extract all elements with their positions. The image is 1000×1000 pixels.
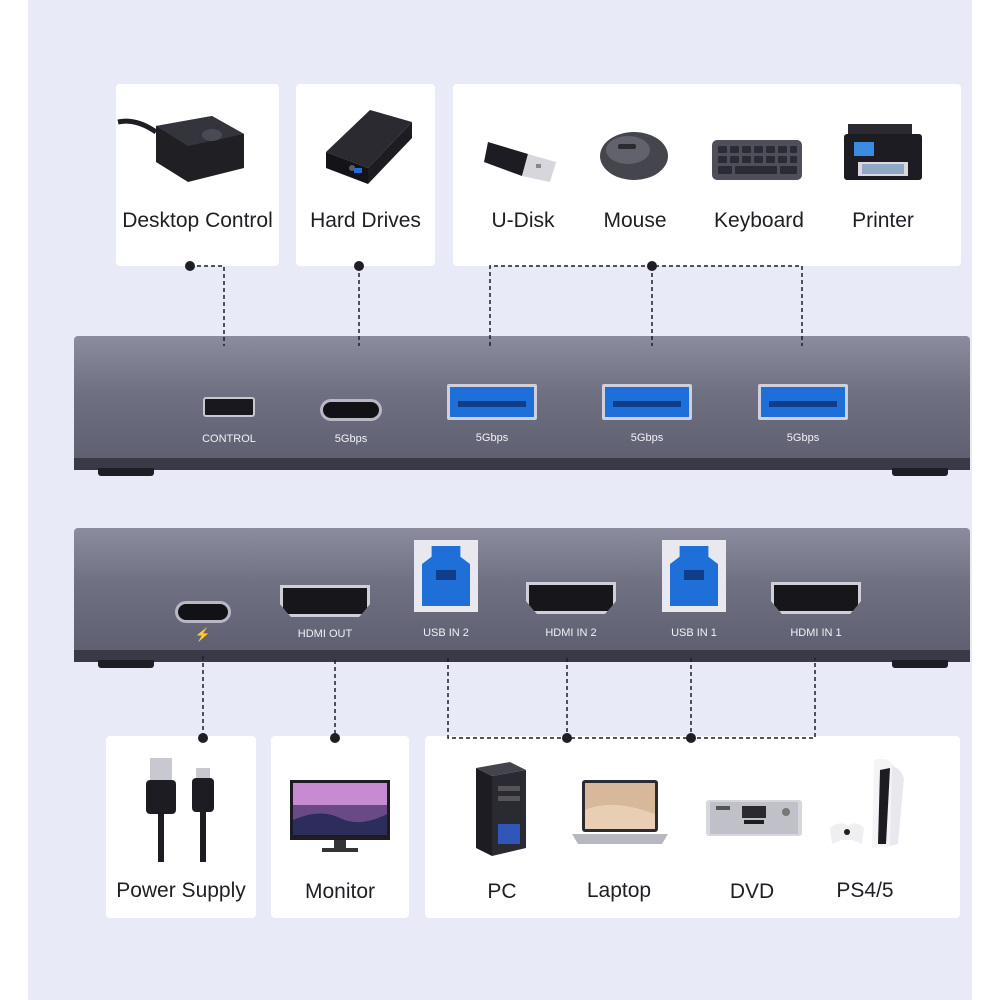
label-monitor: Monitor	[304, 880, 376, 903]
port-usb-b-in-1[interactable]	[662, 540, 726, 612]
label-ps4-5: PS4/5	[836, 879, 894, 902]
port-label-hdmi-in-2: HDMI IN 2	[545, 627, 597, 639]
desktop-control-switch-icon	[117, 116, 244, 182]
port-label-hdmi-out: HDMI OUT	[297, 628, 353, 640]
usb-cable-icon	[146, 758, 214, 862]
printer-icon	[844, 124, 922, 180]
port-label-usb-c-front: 5Gbps	[334, 433, 368, 445]
usb-flash-drive-icon	[484, 142, 556, 182]
monitor-icon	[290, 780, 390, 852]
label-mouse: Mouse	[603, 209, 667, 232]
port-usb-a-1[interactable]	[447, 384, 537, 420]
keyboard-icon	[712, 140, 802, 180]
game-console-icon	[830, 758, 904, 848]
label-laptop: Laptop	[586, 879, 652, 902]
port-hdmi-in-1[interactable]	[771, 582, 861, 614]
dvd-player-icon	[706, 800, 802, 836]
hub-front-foot-left	[98, 468, 154, 476]
label-printer: Printer	[852, 209, 914, 232]
port-label-hdmi-in-1: HDMI IN 1	[790, 627, 842, 639]
port-hdmi-out[interactable]	[280, 585, 370, 617]
port-label-usb-a-2: 5Gbps	[630, 432, 664, 444]
port-label-usb-a-3: 5Gbps	[786, 432, 820, 444]
port-usb-a-3[interactable]	[758, 384, 848, 420]
label-hard-drives: Hard Drives	[310, 209, 421, 232]
hub-front-foot-right	[892, 468, 948, 476]
label-dvd: DVD	[729, 880, 775, 903]
hard-drive-enclosure-icon	[326, 110, 412, 184]
label-pc: PC	[487, 880, 517, 903]
label-desktop-control: Desktop Control	[122, 209, 273, 232]
port-label-control: CONTROL	[202, 433, 256, 445]
port-usb-c-power[interactable]	[175, 601, 231, 623]
hub-rear-foot-left	[98, 660, 154, 668]
port-usb-c-front[interactable]	[320, 399, 382, 421]
label-power-supply: Power Supply	[116, 879, 246, 902]
label-keyboard: Keyboard	[714, 209, 804, 232]
laptop-icon	[572, 780, 668, 844]
card-power-supply	[106, 736, 256, 918]
hub-rear-base	[74, 650, 970, 662]
hub-rear-foot-right	[892, 660, 948, 668]
port-control-mini-usb[interactable]	[203, 397, 255, 417]
port-hdmi-in-2[interactable]	[526, 582, 616, 614]
pc-tower-icon	[476, 762, 526, 856]
port-label-usb-in-2: USB IN 2	[423, 627, 469, 639]
hub-front-base	[74, 458, 970, 470]
label-u-disk: U-Disk	[491, 209, 555, 232]
power-bolt-icon: ⚡	[194, 627, 212, 642]
port-usb-b-in-2[interactable]	[414, 540, 478, 612]
mouse-icon	[600, 132, 668, 180]
port-label-usb-a-1: 5Gbps	[475, 432, 509, 444]
port-usb-a-2[interactable]	[602, 384, 692, 420]
port-label-usb-in-1: USB IN 1	[671, 627, 717, 639]
